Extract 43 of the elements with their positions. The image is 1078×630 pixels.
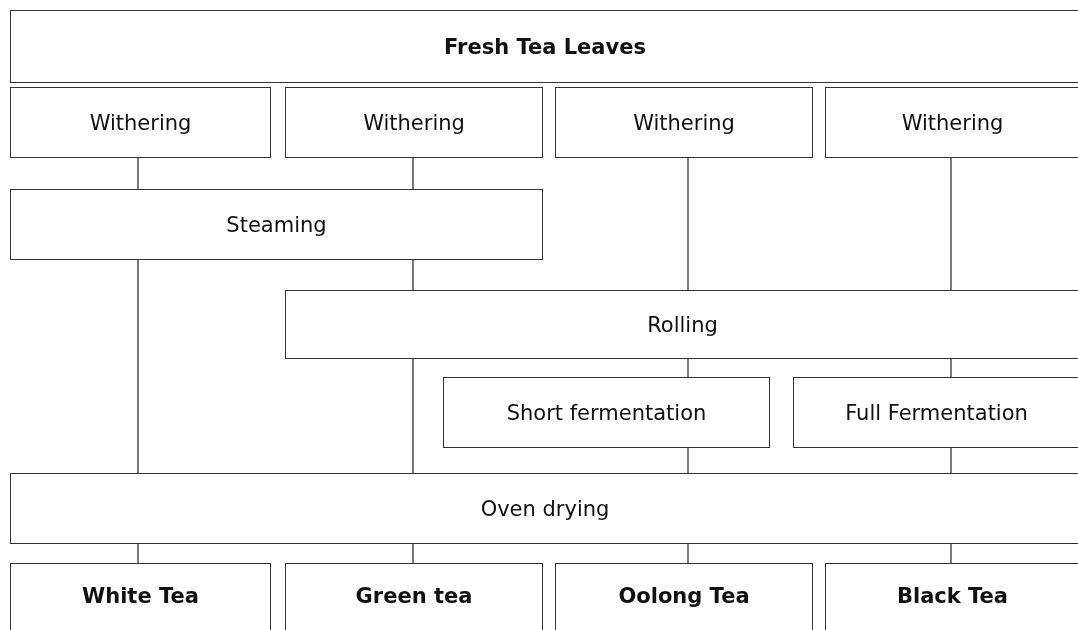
box-label: Withering: [901, 110, 1004, 135]
box-label: Oven drying: [480, 496, 610, 521]
process-box: [825, 563, 1078, 630]
connector-line: [137, 259, 139, 474]
connector-line: [950, 543, 952, 564]
connector-line: [687, 447, 689, 474]
process-box: [285, 290, 1078, 359]
connector-line: [687, 358, 689, 378]
box-label: Green tea: [355, 584, 473, 608]
process-box: [825, 87, 1078, 158]
box-label: Withering: [633, 110, 735, 135]
connector-line: [950, 447, 952, 474]
box-label: Withering: [89, 110, 192, 135]
process-box: [10, 473, 1078, 544]
process-box: [10, 189, 543, 260]
connector-line: [412, 259, 414, 291]
box-label: Full Fermentation: [845, 400, 1028, 425]
connector-line: [950, 157, 952, 291]
box-label: Steaming: [226, 212, 327, 237]
process-box: [10, 87, 271, 158]
box-label: Oolong Tea: [618, 584, 750, 608]
connector-line: [950, 358, 952, 378]
connector-line: [412, 543, 414, 564]
connector-line: [412, 157, 414, 190]
box-label: White Tea: [82, 584, 199, 608]
process-box: [443, 377, 770, 448]
connector-line: [412, 358, 414, 474]
process-box: [10, 563, 271, 630]
process-box: [555, 563, 813, 630]
box-label: Short fermentation: [506, 400, 707, 425]
process-box: [793, 377, 1078, 448]
process-box: [285, 563, 543, 630]
process-box: [555, 87, 813, 158]
process-box: [285, 87, 543, 158]
process-box: [10, 10, 1078, 83]
box-label: Black Tea: [896, 584, 1009, 608]
connector-line: [137, 157, 139, 190]
box-label: Fresh Tea Leaves: [444, 34, 646, 59]
box-label: Rolling: [647, 312, 718, 337]
box-label: Withering: [363, 110, 465, 135]
connector-line: [137, 543, 139, 564]
connector-line: [687, 157, 689, 291]
connector-line: [687, 543, 689, 564]
